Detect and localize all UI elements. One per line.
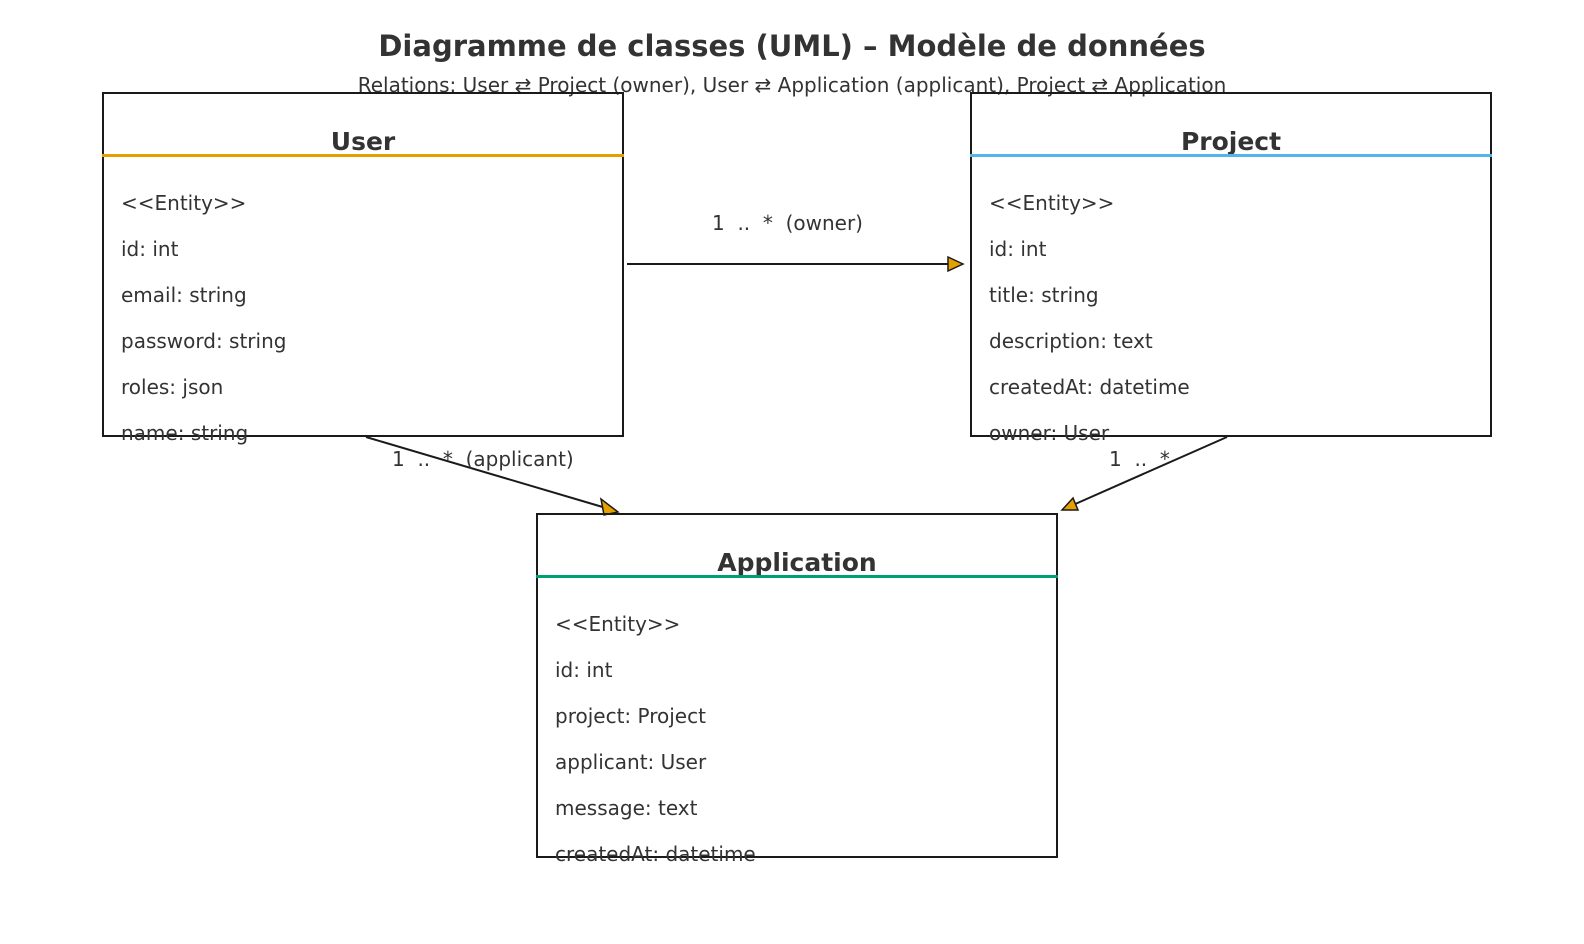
- class-project-attr-title: title: string: [989, 283, 1099, 307]
- arrowhead-user-project: [947, 255, 965, 273]
- class-application-attr-applicant: applicant: User: [555, 750, 707, 774]
- class-project-attr-owner: owner: User: [989, 421, 1110, 445]
- class-project-name: Project: [1180, 127, 1282, 156]
- class-application-stereotype: <<Entity>>: [555, 612, 681, 636]
- relation-user-application-label: 1 .. * (applicant): [392, 447, 574, 471]
- class-user-attributes: <<Entity>> id: int email: string passwor…: [121, 180, 286, 456]
- class-user-separator: [102, 154, 624, 157]
- class-project-separator: [970, 154, 1492, 157]
- class-application-name: Application: [717, 548, 877, 577]
- class-project-attr-createdat: createdAt: datetime: [989, 375, 1190, 399]
- class-application: Application <<Entity>> id: int project: …: [536, 513, 1058, 866]
- class-application-attr-createdat: createdAt: datetime: [555, 842, 756, 866]
- class-user-attr-email: email: string: [121, 283, 247, 307]
- class-application-separator: [536, 575, 1058, 578]
- class-application-attr-id: id: int: [555, 658, 613, 682]
- class-application-attr-message: message: text: [555, 796, 698, 820]
- class-user: User <<Entity>> id: int email: string pa…: [102, 92, 624, 445]
- class-user-stereotype: <<Entity>>: [121, 191, 247, 215]
- class-user-name: User: [330, 127, 396, 156]
- relation-user-project-label: 1 .. * (owner): [712, 211, 863, 235]
- class-project-attributes: <<Entity>> id: int title: string descrip…: [989, 180, 1190, 456]
- class-project-attr-description: description: text: [989, 329, 1153, 353]
- class-project-attr-id: id: int: [989, 237, 1047, 261]
- class-user-attr-password: password: string: [121, 329, 287, 353]
- diagram-title: Diagramme de classes (UML) – Modèle de d…: [378, 29, 1206, 63]
- class-project: Project <<Entity>> id: int title: string…: [970, 92, 1492, 445]
- class-user-attr-roles: roles: json: [121, 375, 224, 399]
- relation-user-project: [627, 255, 965, 273]
- class-user-attr-id: id: int: [121, 237, 179, 261]
- class-user-attr-name: name: string: [121, 421, 249, 445]
- class-application-attr-project: project: Project: [555, 704, 706, 728]
- class-application-attributes: <<Entity>> id: int project: Project appl…: [555, 601, 756, 877]
- relation-project-application: [1060, 436, 1228, 511]
- class-project-stereotype: <<Entity>>: [989, 191, 1115, 215]
- arrowhead-project-application: [1060, 496, 1080, 511]
- relation-project-application-label: 1 .. *: [1109, 447, 1170, 471]
